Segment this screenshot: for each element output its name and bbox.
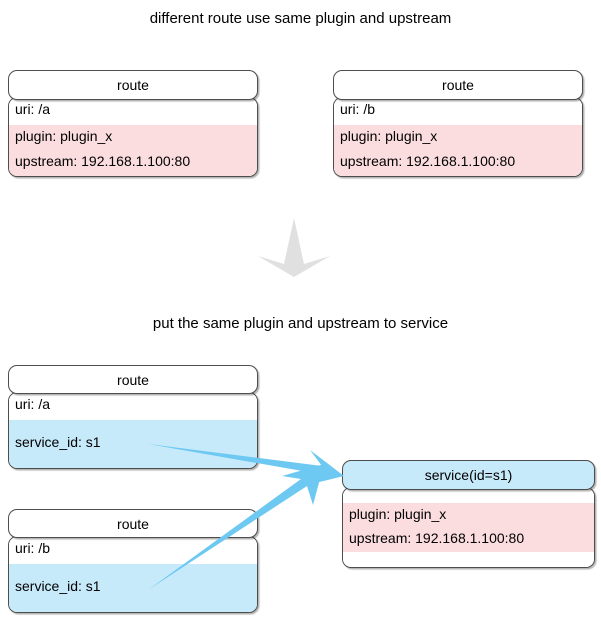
route-b-top-header: route: [333, 70, 583, 100]
route-b-bottom-body: uri: /b service_id: s1: [8, 536, 258, 613]
route-b-bottom-service-id-row: service_id: s1: [9, 564, 257, 612]
route-b-bottom-uri-row: uri: /b: [9, 537, 257, 564]
top-section-title: different route use same plugin and upst…: [149, 10, 452, 27]
route-a-top-upstream-row: upstream: 192.168.1.100:80: [9, 150, 257, 176]
route-a-top-header: route: [8, 70, 258, 100]
route-a-top-header-label: route: [117, 77, 149, 93]
service-header-label: service(id=s1): [424, 467, 513, 483]
service-body-top-spacer: [343, 488, 594, 503]
route-b-top-body: uri: /b plugin: plugin_x upstream: 192.1…: [333, 97, 583, 177]
route-a-bottom-header-label: route: [117, 371, 149, 388]
service-upstream-row: upstream: 192.168.1.100:80: [343, 527, 594, 552]
route-b-top-header-label: route: [442, 77, 474, 93]
down-arrow-icon: [258, 218, 330, 277]
route-a-bottom-uri-row: uri: /a: [9, 393, 257, 420]
service-header: service(id=s1): [342, 460, 595, 490]
route-a-bottom-service-id-row: service_id: s1: [9, 420, 257, 468]
route-a-top-uri-row: uri: /a: [9, 98, 257, 125]
route-b-bottom-header-label: route: [117, 515, 149, 532]
route-a-bottom-header: route: [8, 365, 258, 394]
service-body-bottom-spacer: [343, 552, 594, 567]
service-plugin-row: plugin: plugin_x: [343, 503, 594, 527]
route-b-top-uri-row: uri: /b: [334, 98, 582, 125]
route-b-bottom-header: route: [8, 509, 258, 538]
route-a-top-plugin-row: plugin: plugin_x: [9, 125, 257, 150]
route-a-top-body: uri: /a plugin: plugin_x upstream: 192.1…: [8, 97, 258, 177]
service-body: plugin: plugin_x upstream: 192.168.1.100…: [342, 487, 595, 568]
route-b-top-upstream-row: upstream: 192.168.1.100:80: [334, 150, 582, 176]
route-b-top-plugin-row: plugin: plugin_x: [334, 125, 582, 150]
bottom-section-title: put the same plugin and upstream to serv…: [152, 315, 449, 332]
route-a-bottom-body: uri: /a service_id: s1: [8, 392, 258, 469]
